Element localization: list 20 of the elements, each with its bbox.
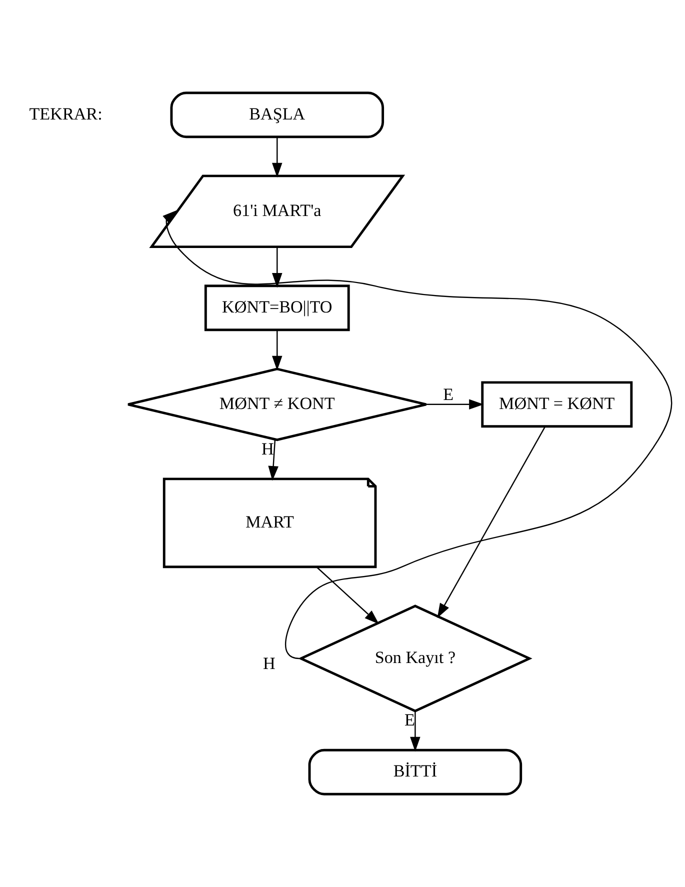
arrow <box>272 330 282 371</box>
arrow <box>316 566 380 624</box>
arrow <box>268 439 278 481</box>
edge-label: E <box>404 710 415 730</box>
node-diamond: Son Kayıt ? <box>298 604 532 712</box>
arrow <box>162 210 672 660</box>
node-box: MØNT = KØNT <box>481 381 633 428</box>
node-diamond: MØNT ≠ KONT <box>126 368 428 442</box>
label: TEKRAR: <box>29 104 102 124</box>
arrow <box>426 399 484 410</box>
edge-label: E <box>443 384 454 404</box>
arrow <box>437 426 546 618</box>
node-box: KØNT=BO||TO <box>204 284 350 332</box>
node-box: BİTTİ <box>308 748 522 796</box>
node-box: BAŞLA <box>170 92 384 138</box>
arrow <box>272 136 282 178</box>
arrow <box>410 711 420 752</box>
arrow <box>272 247 282 288</box>
edge-label: H <box>262 654 276 673</box>
edge-label: H <box>261 439 274 458</box>
